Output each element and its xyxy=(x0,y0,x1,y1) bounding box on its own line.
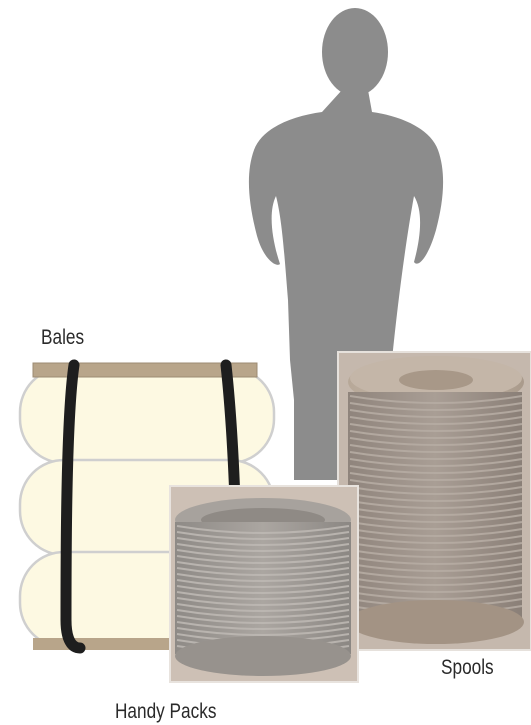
bales-label: Bales xyxy=(41,326,84,350)
spools-panel xyxy=(338,352,531,650)
handy-packs-label: Handy Packs xyxy=(115,700,216,724)
handy-packs-panel xyxy=(170,486,358,682)
spool-center-hole xyxy=(399,370,473,390)
handy-bottom-ring xyxy=(175,636,351,676)
spool-bottom-flange xyxy=(348,600,524,644)
spools-label: Spools xyxy=(441,656,494,680)
